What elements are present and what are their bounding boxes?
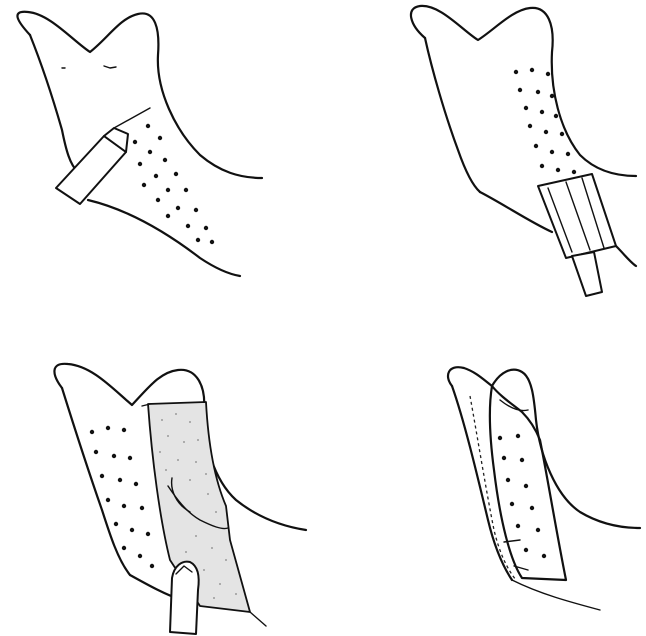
graft-dashed-edge	[470, 396, 516, 580]
graft-edge-line	[250, 612, 266, 626]
surface-mark	[104, 66, 116, 68]
gingiva-line	[616, 246, 636, 266]
panel-top-left	[17, 12, 262, 276]
panel-top-right	[411, 6, 636, 296]
panel-bottom-right	[448, 367, 640, 610]
dotted-area	[498, 434, 546, 558]
elevator-icon	[538, 174, 616, 296]
gingiva-line	[480, 192, 552, 232]
scalpel-icon	[170, 562, 199, 634]
tooth-outline	[448, 367, 640, 528]
dotted-area	[514, 68, 576, 174]
gingiva-line	[88, 200, 240, 276]
gingiva-line	[512, 580, 600, 610]
tooth-outline	[411, 6, 636, 176]
dotted-area	[133, 124, 214, 244]
tooth-outline-left	[425, 38, 480, 192]
tooth-outline-left	[30, 35, 78, 172]
tooth-outline	[17, 12, 262, 178]
dotted-area	[90, 426, 154, 568]
tooth-outline-left	[452, 386, 512, 580]
panel-bottom-left	[54, 364, 306, 634]
scalpel-icon	[56, 108, 150, 204]
